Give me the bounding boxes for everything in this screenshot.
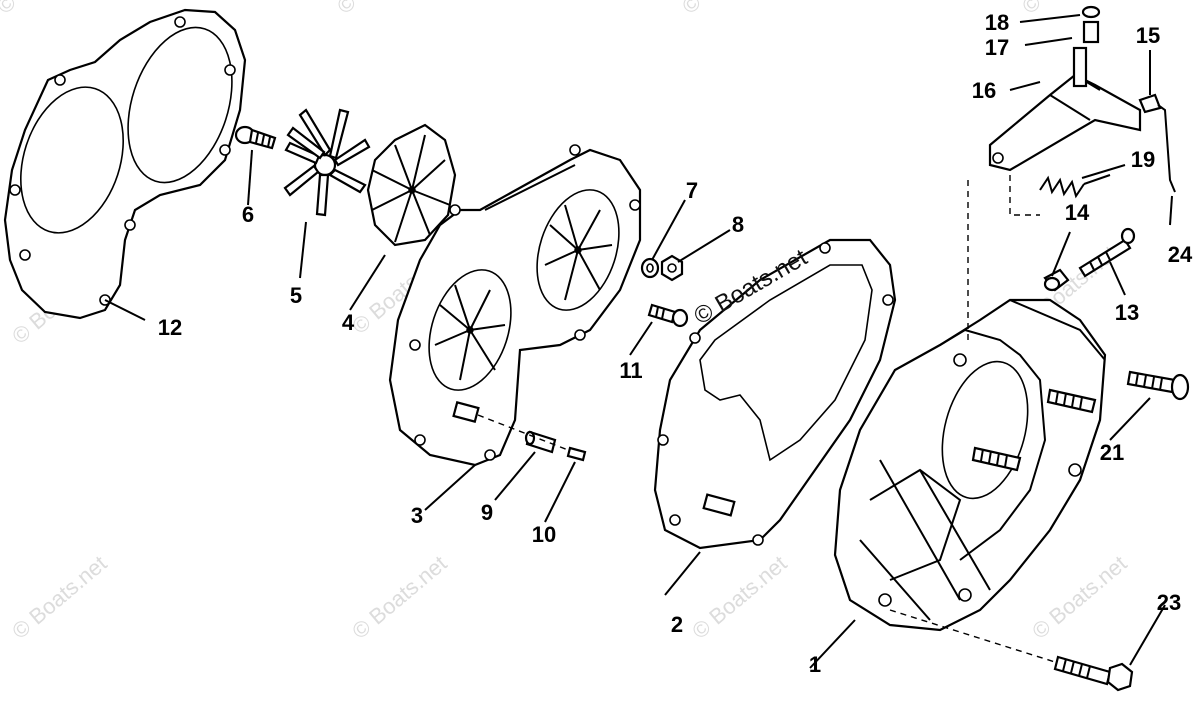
watermark: © Boats.net (677, 0, 781, 19)
part-1-housing (833, 298, 1107, 632)
watermark: © Boats.net (0, 0, 97, 19)
callout-9: 9 (481, 500, 493, 525)
part-7-washer (640, 257, 660, 279)
callout-17: 17 (985, 35, 1009, 60)
callout-1: 1 (809, 652, 821, 677)
callout-3: 3 (411, 503, 423, 528)
callout-4: 4 (342, 310, 355, 335)
part-10-fitting (477, 414, 587, 462)
part-8-nut (660, 254, 684, 282)
callout-21: 21 (1100, 440, 1124, 465)
part-17-pin (1072, 20, 1100, 88)
callout-19: 19 (1131, 147, 1155, 172)
watermark: © Boats.net (687, 551, 791, 644)
callout-23: 23 (1157, 590, 1181, 615)
part-18-cap (1081, 5, 1101, 19)
callout-10: 10 (532, 522, 556, 547)
watermark: © Boats.net (332, 0, 436, 19)
callout-2: 2 (671, 612, 683, 637)
part-24-rod (1157, 104, 1176, 193)
callout-7: 7 (686, 178, 698, 203)
part-3-housing (388, 144, 642, 467)
callout-16: 16 (972, 78, 996, 103)
watermark: © Boats.net (1027, 551, 1131, 644)
callout-11: 11 (619, 358, 642, 383)
watermark: © Boats.net (347, 551, 451, 644)
part-5-impeller (283, 108, 371, 217)
callout-12: 12 (158, 315, 182, 340)
callout-labels: 1 2 3 4 5 6 7 8 9 10 11 12 13 14 15 16 1… (158, 10, 1193, 677)
part-13-screw (1078, 227, 1136, 278)
assembly-lines (967, 175, 1040, 340)
callout-14: 14 (1065, 200, 1090, 225)
callout-5: 5 (290, 283, 302, 308)
callout-15: 15 (1136, 23, 1160, 48)
callout-8: 8 (732, 212, 744, 237)
callout-6: 6 (242, 202, 254, 227)
leader-lines (104, 14, 1173, 669)
part-19-spring (1039, 174, 1111, 199)
callout-24: 24 (1168, 242, 1193, 267)
callout-13: 13 (1115, 300, 1139, 325)
part-23-bolt (889, 609, 1134, 692)
part-21-bolt (1126, 370, 1190, 401)
part-11-screw (647, 303, 689, 328)
callout-18: 18 (985, 10, 1009, 35)
part-6-screw (234, 125, 277, 150)
part-2-gasket (653, 238, 897, 550)
part-4-plate (366, 123, 457, 247)
part-14-sleeve (1043, 268, 1070, 292)
part-15-fitting (1138, 93, 1162, 114)
part-12-gasket (3, 8, 247, 320)
watermark: © Boats.net (7, 551, 111, 644)
